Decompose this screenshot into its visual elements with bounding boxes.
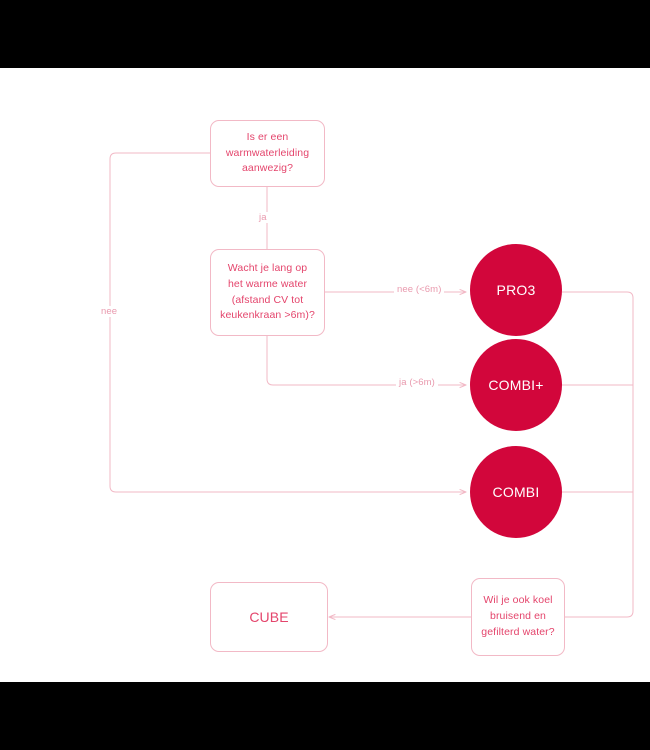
node-result-pro3-label: PRO3 <box>496 282 536 298</box>
edge-label-nee: nee <box>98 306 121 317</box>
node-result-combiplus-label: COMBI+ <box>488 377 544 393</box>
node-q-warmwaterleiding-label: Is er een warmwaterleiding aanwezig? <box>225 130 310 175</box>
node-result-cube[interactable]: CUBE <box>210 582 328 652</box>
node-q-warmwaterleiding[interactable]: Is er een warmwaterleiding aanwezig? <box>210 120 325 187</box>
node-q-bruisend[interactable]: Wil je ook koel bruisend en gefilterd wa… <box>471 578 565 656</box>
edge-label-ja: ja <box>256 212 270 223</box>
node-result-combi[interactable]: COMBI <box>470 446 562 538</box>
edge-path-ja-6m <box>266 336 466 385</box>
edge-label-ja-6m: ja (>6m) <box>396 377 438 388</box>
node-q-wachttijd-label: Wacht je lang op het warme water (afstan… <box>220 262 315 322</box>
node-result-cube-label: CUBE <box>249 608 289 625</box>
edge-path-pro3-bus <box>562 291 634 618</box>
node-result-pro3[interactable]: PRO3 <box>470 244 562 336</box>
node-q-bruisend-label: Wil je ook koel bruisend en gefilterd wa… <box>481 594 555 638</box>
node-q-wachttijd[interactable]: Wacht je lang op het warme water (afstan… <box>210 249 325 336</box>
diagram-canvas: Is er een warmwaterleiding aanwezig? Wac… <box>0 68 650 682</box>
node-result-combiplus[interactable]: COMBI+ <box>470 339 562 431</box>
edge-label-nee-6m: nee (<6m) <box>394 284 445 295</box>
edge-path-nee <box>109 152 466 492</box>
node-result-combi-label: COMBI <box>492 484 540 500</box>
edge-layer <box>109 152 634 682</box>
